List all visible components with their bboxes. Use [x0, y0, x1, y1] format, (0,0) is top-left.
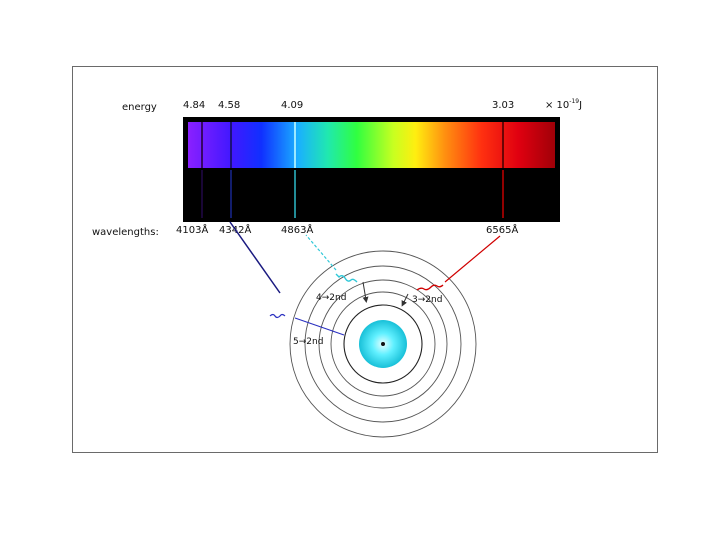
continuous-spectrum [188, 122, 555, 168]
photon-blue-wave [269, 313, 286, 319]
photon-cyan-ray [305, 234, 337, 271]
emission-spectrum [188, 170, 555, 218]
orbit-5 [304, 265, 462, 423]
transition-5-2-label: 5→2nd [293, 337, 323, 347]
photon-violet-ray [229, 221, 281, 294]
energy-label: energy [122, 102, 157, 113]
orbit-3 [330, 291, 436, 397]
energy-unit: × 10-19J [545, 98, 582, 111]
transition-4-2-label: 4→2nd [316, 293, 346, 303]
energy-value-3: 4.09 [281, 100, 303, 111]
transition-3-2-arrow [401, 293, 409, 307]
transition-5-2-ray [294, 317, 345, 336]
wavelength-label: wavelengths: [92, 227, 159, 238]
photon-cyan-wave [335, 273, 358, 283]
energy-value-2: 4.58 [218, 100, 240, 111]
transition-4-2-arrow [362, 281, 369, 303]
orbit-4 [318, 279, 448, 409]
photon-red-wave [416, 284, 444, 291]
orbit-6 [289, 250, 477, 438]
energy-value-4: 3.03 [492, 100, 514, 111]
wavelength-value-3: 4863Å [281, 223, 313, 236]
orbit-2 [343, 304, 423, 384]
energy-value-1: 4.84 [183, 100, 205, 111]
wavelength-value-4: 6565Å [486, 223, 518, 236]
photon-red-ray [444, 235, 501, 283]
nucleus [381, 342, 385, 346]
transition-3-2-label: 3→2nd [412, 295, 442, 305]
wavelength-value-1: 4103Å [176, 223, 208, 236]
